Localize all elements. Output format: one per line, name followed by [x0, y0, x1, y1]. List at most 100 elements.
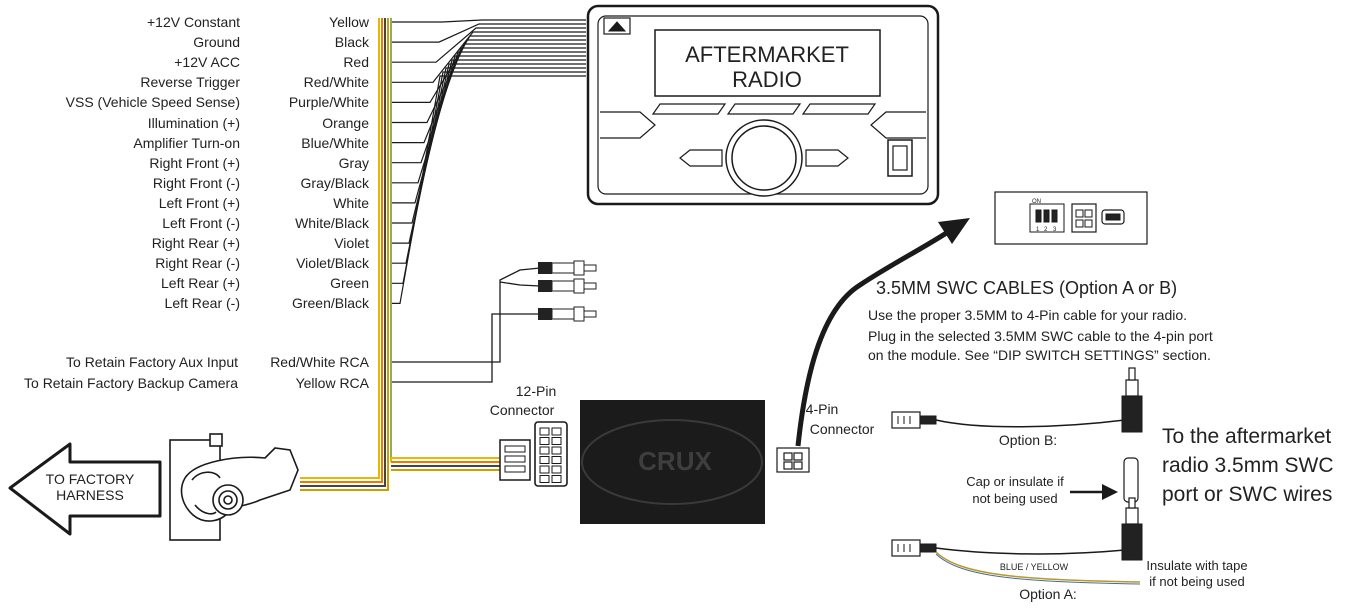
dip-switch-label-2: 2	[1044, 227, 1048, 233]
rca-plug-red-white-1	[538, 260, 597, 276]
wire-function-label: Left Rear (-)	[164, 295, 240, 312]
connector-pin	[539, 437, 550, 445]
wire-color-label: Violet	[334, 235, 369, 252]
wire-function-label: Left Rear (+)	[161, 275, 240, 292]
swc-title: 3.5MM SWC CABLES (Option A or B)	[876, 278, 1177, 298]
target-line2: radio 3.5mm SWC	[1162, 454, 1334, 477]
wire-line	[392, 23, 586, 43]
target-line1: To the aftermarket	[1162, 425, 1331, 448]
connector-pin	[551, 446, 562, 455]
wire-function-label: Left Front (+)	[158, 194, 240, 211]
wire-line	[392, 63, 586, 244]
tape-note-line1: Insulate with tape	[1146, 558, 1247, 573]
wire-color-label: Green	[330, 275, 369, 292]
wire-color-label: Black	[334, 34, 369, 51]
wire-color-label: Red	[343, 54, 369, 71]
wire-function-label: Right Rear (-)	[155, 255, 240, 272]
module-brand: CRUX	[638, 446, 712, 476]
radio-label-line1: AFTERMARKET	[685, 42, 849, 67]
wire-line	[392, 59, 586, 224]
wire-line	[392, 71, 586, 284]
wire-function-label: Right Rear (+)	[151, 235, 240, 252]
cap-note-line2: not being used	[972, 491, 1057, 506]
wire-function-label: Amplifier Turn-on	[133, 134, 240, 151]
wire-line	[392, 19, 586, 23]
factory-harness-connector	[169, 433, 299, 541]
wire-function-label: VSS (Vehicle Speed Sense)	[65, 94, 240, 111]
rca-wires	[392, 267, 541, 383]
dip-switch-label-3: 3	[1053, 227, 1057, 233]
swc-arrow	[795, 218, 970, 447]
aftermarket-radio	[586, 4, 940, 206]
dip-switch-label-1: 1	[1036, 227, 1040, 233]
connector-pin	[539, 446, 550, 455]
swc-desc-line1: Use the proper 3.5MM to 4-Pin cable for …	[868, 307, 1187, 323]
target-line3: port or SWC wires	[1162, 483, 1332, 506]
rca-function-label: To Retain Factory Aux Input	[66, 354, 238, 370]
wire-color-label: Yellow	[329, 14, 369, 30]
wire-line	[392, 35, 586, 103]
wire-color-label: Blue/White	[301, 134, 369, 151]
wire-line	[392, 43, 586, 144]
connector-pin	[539, 475, 550, 483]
connector-pin	[539, 465, 550, 474]
wire-color-label: Red/White	[303, 74, 369, 91]
connector12-label-line1: 12-Pin	[516, 383, 556, 399]
connector-pin	[551, 427, 562, 436]
wire-line	[392, 27, 586, 63]
connector-pin	[551, 437, 562, 445]
wire-function-label: Illumination (+)	[147, 114, 240, 131]
connector12-label-line2: Connector	[490, 402, 555, 418]
wire-color-label: White/Black	[295, 215, 369, 231]
cap-pointer-arrow	[1070, 484, 1118, 500]
connector4-label-line1: 4-Pin	[806, 401, 839, 417]
twelve-pin-connector	[499, 421, 568, 487]
wire-function-label: Right Front (+)	[149, 154, 240, 171]
wire-line	[392, 67, 586, 264]
swc-desc-line2: Plug in the selected 3.5MM SWC cable to …	[868, 328, 1213, 344]
swc-desc-line3: on the module. See “DIP SWITCH SETTINGS”…	[868, 347, 1211, 363]
rca-function-label: To Retain Factory Backup Camera	[24, 374, 238, 391]
wire-color-label: Violet/Black	[296, 255, 369, 272]
wire-color-label: BLUE / YELLOW	[1000, 562, 1069, 572]
four-pin-connector	[776, 447, 810, 473]
wire-fan	[392, 19, 586, 304]
wire-function-label: Reverse Trigger	[140, 74, 240, 91]
harness-label-line2: HARNESS	[56, 487, 124, 503]
rca-color-label: Yellow RCA	[295, 374, 369, 391]
rca-color-label: Red/White RCA	[270, 354, 369, 370]
wire-color-label: Green/Black	[291, 295, 369, 312]
cap-note-line1: Cap or insulate if	[966, 474, 1064, 489]
wire-function-label: Ground	[193, 34, 240, 51]
wire-color-label: Gray/Black	[300, 174, 369, 191]
connector-pin	[551, 465, 562, 474]
wire-line	[392, 75, 586, 304]
option-b-cable	[891, 367, 1143, 433]
wire-function-label: Left Front (-)	[162, 215, 240, 231]
option-a-label: Option A:	[1019, 586, 1077, 602]
module-side-panel	[994, 191, 1148, 245]
wire-line	[392, 47, 586, 164]
rca-plug-yellow	[538, 306, 597, 322]
option-b-label: Option B:	[999, 432, 1057, 448]
wire-function-label: +12V ACC	[174, 54, 240, 71]
dip-on-label: ON	[1032, 199, 1041, 205]
option-a-cable	[891, 457, 1143, 585]
wire-function-label: +12V Constant	[146, 14, 240, 30]
wire-color-label: Orange	[322, 114, 369, 131]
connector4-label-line2: Connector	[810, 421, 875, 437]
wire-function-label: Right Front (-)	[152, 174, 240, 191]
connector-pin	[551, 456, 562, 464]
wire-color-label: Purple/White	[288, 94, 369, 111]
connector-pin	[539, 427, 550, 436]
wire-color-label: Gray	[338, 154, 369, 171]
factory-harness-arrow	[8, 442, 162, 536]
wire-line	[392, 31, 586, 83]
harness-label-line1: TO FACTORY	[46, 471, 135, 487]
crux-module	[580, 400, 765, 524]
tape-note-line2: if not being used	[1149, 574, 1244, 589]
connector-pin	[539, 456, 550, 464]
rca-plug-red-white-2	[538, 278, 597, 294]
radio-label-line2: RADIO	[732, 67, 802, 92]
